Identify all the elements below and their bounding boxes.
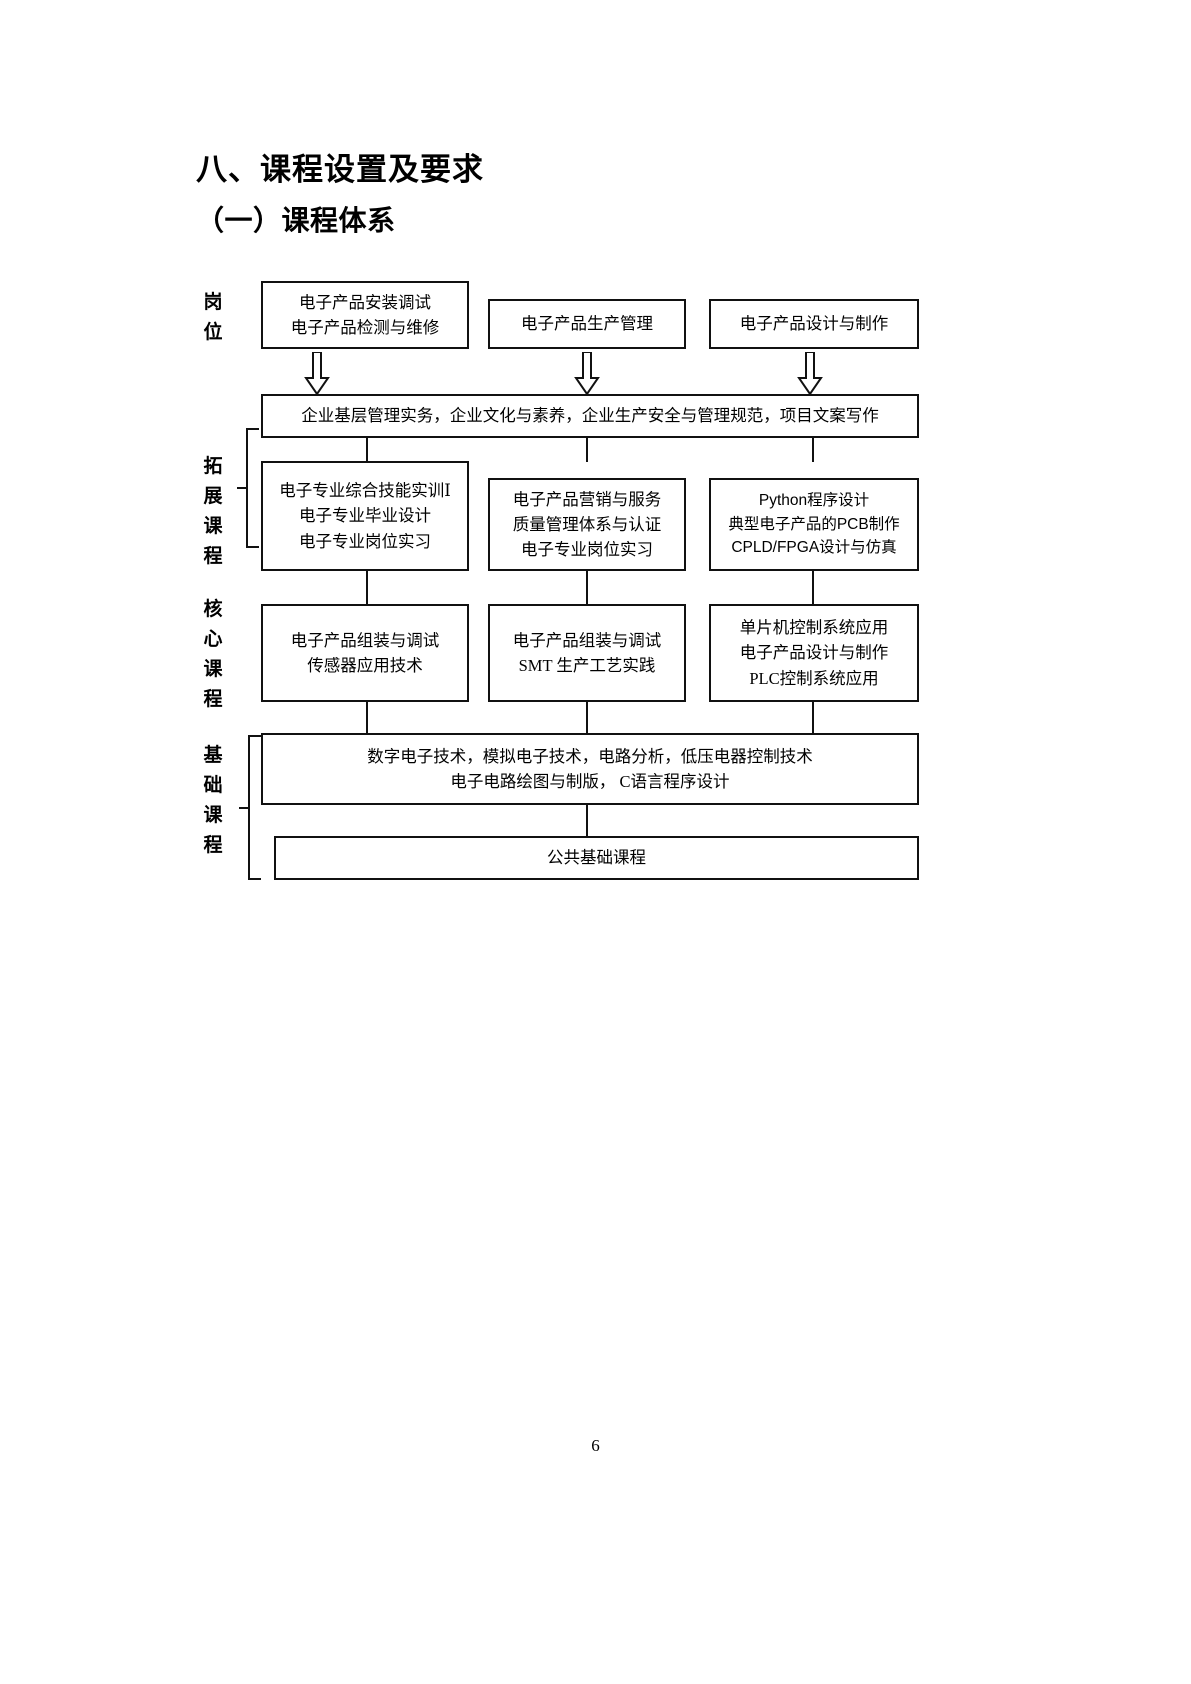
core-box-3-line-2: 电子产品设计与制作: [739, 643, 889, 663]
general-courses-bar: 企业基层管理实务，企业文化与素养，企业生产安全与管理规范，项目文案写作: [261, 394, 919, 438]
core-box-1-line-1: 电子产品组装与调试: [290, 630, 440, 650]
page-number: 6: [591, 1436, 600, 1455]
connector-gen-to-ext-2: [586, 438, 588, 462]
down-arrow-3: [797, 352, 823, 396]
stage-label-extension-char-3: 课: [203, 516, 223, 538]
job-box-1-line-2: 电子产品检测与维修: [290, 318, 440, 337]
bracket-foundation: [239, 735, 261, 880]
page-title: 八、课程设置及要求: [196, 152, 484, 187]
core-box-3-line-1: 单片机控制系统应用: [739, 618, 889, 638]
connector-core-to-found-2: [586, 702, 588, 734]
extension-box-3-line-1: Python程序设计: [758, 492, 870, 510]
core-box-2-line-2: SMT 生产工艺实践: [518, 656, 656, 675]
job-box-2: 电子产品生产管理: [488, 299, 686, 349]
extension-box-1-line-2: 电子专业毕业设计: [299, 506, 431, 526]
extension-box-2-line-1: 电子产品营销与服务: [512, 489, 662, 509]
core-box-2-line-1: 电子产品组装与调试: [512, 630, 662, 650]
stage-label-extension-char-1: 拓: [203, 456, 223, 477]
connector-ext-to-core-2: [586, 571, 588, 605]
extension-box-3: Python程序设计 典型电子产品的PCB制作 CPLD/FPGA设计与仿真: [709, 478, 919, 571]
core-box-1-line-2: 传感器应用技术: [307, 656, 423, 675]
core-box-3-line-3: PLC控制系统应用: [749, 668, 879, 688]
job-box-3: 电子产品设计与制作: [709, 299, 919, 349]
extension-box-1-line-3: 电子专业岗位实习: [299, 531, 431, 551]
extension-box-2-line-2: 质量管理体系与认证: [512, 514, 662, 534]
stage-label-jobs: 岗 位: [200, 288, 226, 348]
down-arrow-2: [574, 352, 600, 396]
core-box-3: 单片机控制系统应用 电子产品设计与制作 PLC控制系统应用: [709, 604, 919, 702]
job-box-1: 电子产品安装调试 电子产品检测与维修: [261, 281, 469, 349]
stage-label-extension-char-2: 展: [203, 486, 223, 508]
stage-label-core: 核 心 课 程: [200, 595, 226, 715]
stage-label-jobs-char-2: 位: [203, 322, 223, 344]
general-courses-bar-line-1: 企业基层管理实务，企业文化与素养，企业生产安全与管理规范，项目文案写作: [301, 406, 879, 426]
connector-gen-to-ext-1: [366, 438, 368, 462]
extension-box-1-line-1: 电子专业综合技能实训Ⅰ: [279, 481, 451, 501]
public-foundation-box: 公共基础课程: [274, 836, 919, 880]
stage-label-foundation-char-3: 课: [203, 805, 223, 827]
core-box-1: 电子产品组装与调试 传感器应用技术: [261, 604, 469, 702]
stage-label-core-char-1: 核: [203, 599, 223, 620]
extension-box-3-line-3: CPLD/FPGA设计与仿真: [731, 539, 897, 557]
extension-box-2-line-3: 电子专业岗位实习: [521, 540, 653, 560]
stage-label-foundation-char-1: 基: [203, 745, 223, 766]
stage-label-jobs-char-1: 岗: [203, 292, 223, 313]
stage-label-foundation: 基 础 课 程: [200, 741, 226, 861]
section-subtitle: （一）课程体系: [196, 205, 396, 236]
foundation-courses-line-1: 数字电子技术，模拟电子技术，电路分析，低压电器控制技术: [367, 746, 813, 766]
foundation-courses-line-2: 电子电路绘图与制版， C语言程序设计: [450, 772, 730, 791]
extension-box-2: 电子产品营销与服务 质量管理体系与认证 电子专业岗位实习: [488, 478, 686, 571]
stage-label-foundation-char-4: 程: [203, 835, 223, 857]
connector-ext-to-core-3: [812, 571, 814, 605]
job-box-1-line-1: 电子产品安装调试: [299, 292, 431, 312]
stage-label-extension-char-4: 程: [203, 546, 223, 568]
extension-box-1: 电子专业综合技能实训Ⅰ 电子专业毕业设计 电子专业岗位实习: [261, 461, 469, 571]
connector-ext-to-core-1: [366, 571, 368, 605]
job-box-2-line-1: 电子产品生产管理: [521, 314, 653, 334]
connector-core-to-found-1: [366, 702, 368, 734]
stage-label-core-char-3: 课: [203, 659, 223, 681]
down-arrow-1: [304, 352, 330, 396]
foundation-courses-box: 数字电子技术，模拟电子技术，电路分析，低压电器控制技术 电子电路绘图与制版， C…: [261, 733, 919, 805]
stage-label-extension: 拓 展 课 程: [200, 452, 226, 572]
job-box-3-line-1: 电子产品设计与制作: [739, 314, 889, 334]
connector-found-to-public: [586, 805, 588, 837]
core-box-2: 电子产品组装与调试 SMT 生产工艺实践: [488, 604, 686, 702]
stage-label-foundation-char-2: 础: [203, 775, 223, 797]
connector-gen-to-ext-3: [812, 438, 814, 462]
bracket-extension: [237, 428, 259, 548]
public-foundation-line-1: 公共基础课程: [547, 848, 646, 868]
extension-box-3-line-2: 典型电子产品的PCB制作: [728, 515, 900, 533]
connector-core-to-found-3: [812, 702, 814, 734]
stage-label-core-char-4: 程: [203, 689, 223, 711]
stage-label-core-char-2: 心: [203, 629, 223, 651]
